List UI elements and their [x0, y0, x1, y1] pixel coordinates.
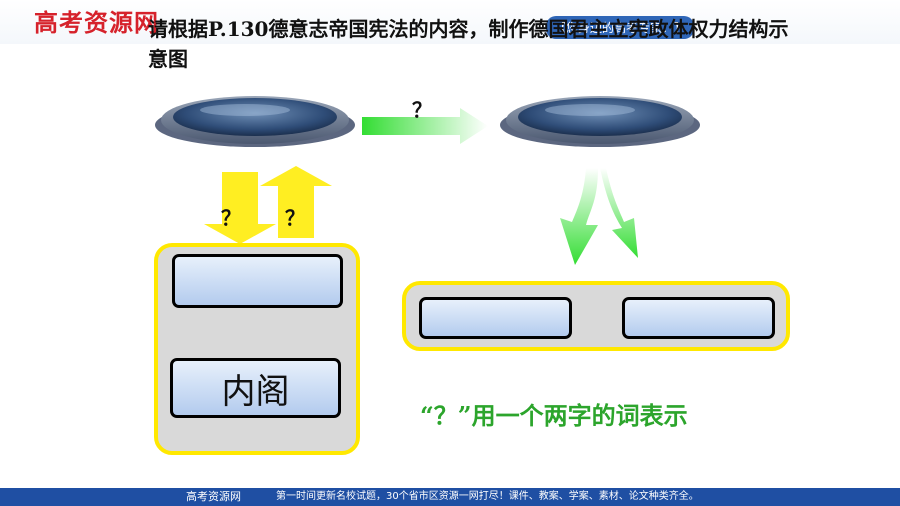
right-right-box-label: [625, 300, 772, 336]
right-left-box[interactable]: [419, 297, 572, 339]
footer-bar: 高考资源网 第一时间更新名校试题，30个省市区资源一网打尽！课件、教案、学案、素…: [0, 488, 900, 506]
right-disc: [500, 96, 700, 147]
right-left-box-label: [422, 300, 569, 336]
green-arrow-right-icon: [362, 108, 488, 144]
site-slogan: 【您身边的高考专家！】: [546, 16, 695, 39]
left-top-box[interactable]: [172, 254, 343, 308]
footer-brand: 高考资源网: [186, 490, 241, 503]
slide-title: 请根据P.130德意志帝国宪法的内容，制作德国君主立宪政体权力结构示意图: [148, 17, 789, 71]
footer-info: 第一时间更新名校试题，30个省市区资源一网打尽！课件、教案、学案、素材、论文种类…: [276, 491, 699, 502]
right-right-box[interactable]: [622, 297, 775, 339]
green-curved-arrow-left-icon: [560, 168, 598, 265]
yellow-arrow-up-icon: [260, 166, 332, 238]
arrow-top-question: ？: [412, 98, 432, 122]
cabinet-box-label: 内阁: [221, 371, 290, 412]
cabinet-box[interactable]: 内阁: [170, 358, 341, 418]
green-curved-arrow-right-icon: [600, 168, 638, 258]
instruction-note: “？”用一个两字的词表示: [420, 401, 688, 430]
left-top-box-label: [175, 257, 340, 305]
arrow-down-question: ？: [221, 206, 241, 230]
site-logo: 高考资源网: [34, 8, 159, 37]
header-band: 高考资源网 【您身边的高考专家！】: [0, 0, 900, 44]
left-disc: [155, 96, 355, 147]
arrow-up-question: ？: [285, 206, 305, 230]
yellow-arrow-down-icon: [204, 172, 276, 244]
